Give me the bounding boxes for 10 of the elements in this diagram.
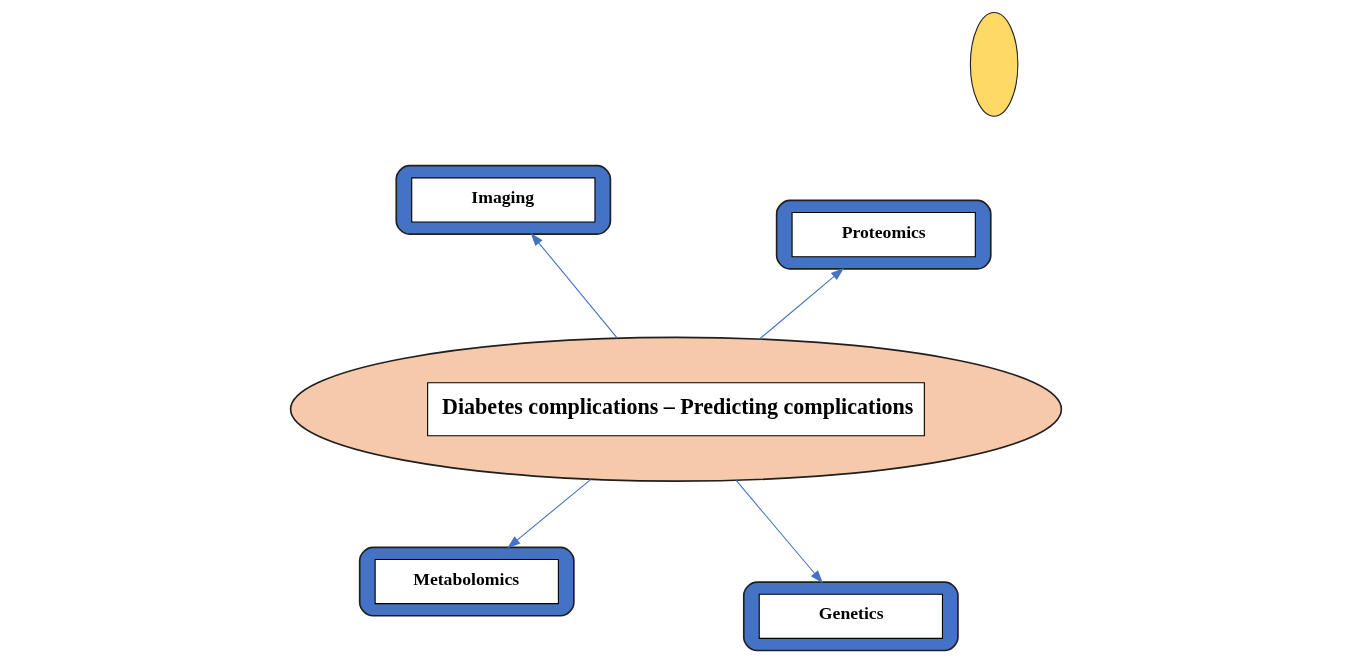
arrow (734, 479, 823, 584)
node-box: Genetics (742, 581, 959, 652)
arrow (506, 478, 591, 549)
node-arc (969, 11, 1018, 117)
node-box: Metabolomics (358, 546, 575, 617)
node-ellipse: Diabetes complications – Predicting complications (289, 336, 1062, 482)
node-box: Proteomics (775, 199, 992, 270)
arrow (530, 232, 618, 339)
arrow (758, 268, 844, 340)
node-box: Imaging (394, 164, 611, 235)
